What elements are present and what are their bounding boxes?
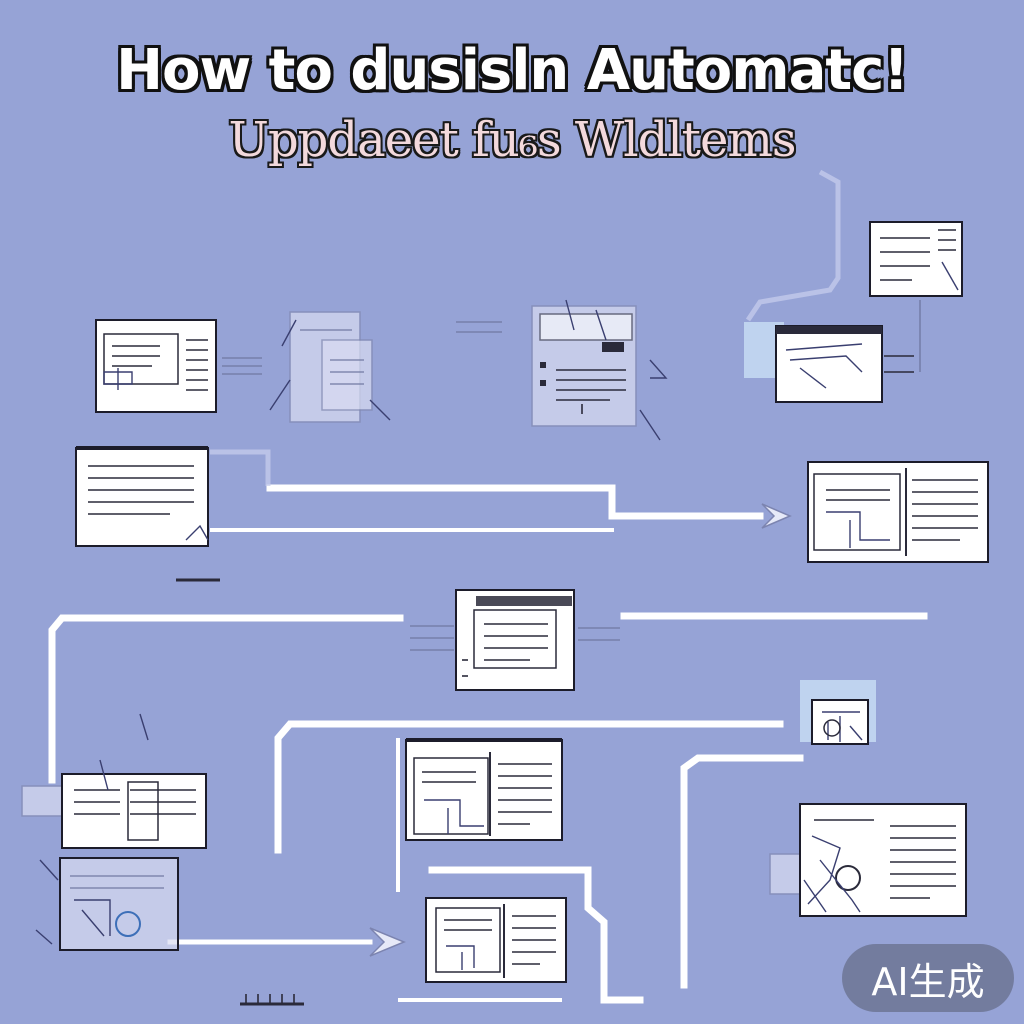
title-line-1: How to dusisln Automatc! [116,38,909,103]
connector-title-to-top-right [745,169,841,322]
split-pane-window-icon [425,897,567,983]
arrow-right-icon [761,503,792,529]
document-window-icon [95,319,217,413]
connector-bottom-right [428,866,644,1004]
connector-doc-to-right [266,484,764,520]
title-line-2: Uppdaeet fu₆s Wldltems [228,112,796,168]
ai-generated-badge: AI生成 [842,944,1014,1012]
document-window-icon [800,680,876,745]
document-window-icon [744,300,921,403]
document-window-icon [410,589,620,691]
split-pane-window-icon [405,738,563,841]
connector-left-loop [48,614,404,784]
arrow-right-icon [369,927,406,957]
connector-lines [48,169,928,1004]
split-pane-window-icon [807,461,989,563]
document-window-icon [869,221,963,297]
document-window-icon [75,446,209,547]
document-window-icon [769,803,967,917]
document-window-icon [456,299,668,441]
connector-row4-top [274,720,784,854]
document-window-icon [35,857,179,951]
connector-right-vertical [680,754,804,989]
connector-ghost-row2 [210,449,271,486]
divider [240,994,304,1006]
split-pane-window-icon [21,713,207,849]
ghost-document-icon [222,311,391,423]
